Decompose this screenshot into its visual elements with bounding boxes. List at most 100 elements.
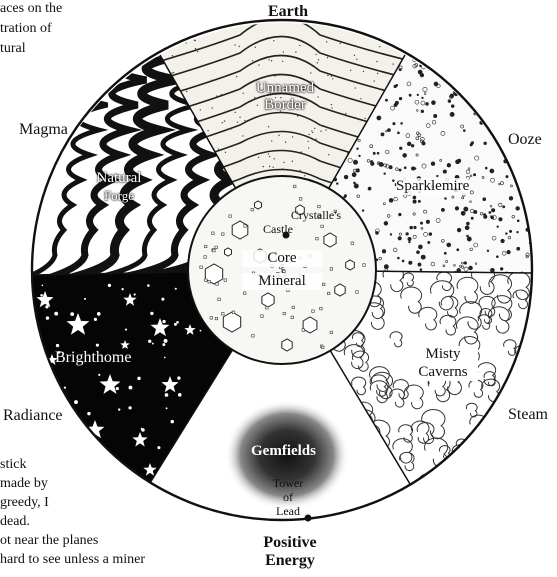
radiance-speck (74, 400, 78, 404)
core-gem (231, 220, 249, 240)
steam-swirl (430, 280, 455, 311)
radiance-speck (44, 357, 47, 360)
ooze-bubble (446, 242, 452, 248)
ooze-bubble (369, 144, 374, 149)
ooze-bubble (527, 152, 533, 158)
ooze-bubble (488, 42, 492, 46)
region-unnamed-border-line2: Border (264, 97, 306, 113)
steam-swirl (440, 295, 459, 318)
earth-grain (330, 103, 333, 106)
earth-grain (262, 91, 264, 93)
steam-swirl (399, 451, 415, 472)
ooze-bubble (385, 98, 388, 102)
earth-grain (299, 44, 301, 47)
ooze-bubble (419, 55, 422, 57)
landmark-crystalle-castle-line1: Crystalle's (290, 208, 342, 222)
earth-grain (274, 75, 276, 77)
ooze-bubble (510, 69, 513, 73)
core-speck (223, 278, 227, 282)
radiance-speck (150, 311, 154, 316)
earth-grain (279, 110, 282, 112)
ooze-bubble (496, 225, 499, 228)
earth-grain (328, 154, 330, 156)
ooze-bubble (521, 50, 524, 53)
ooze-bubble (383, 264, 389, 270)
radiance-speck (128, 385, 133, 390)
ooze-bubble (473, 173, 477, 177)
ooze-bubble (528, 206, 532, 210)
radiance-star (143, 463, 157, 476)
earth-grain (356, 58, 358, 60)
ooze-bubble (432, 38, 436, 42)
ooze-bubble (439, 159, 443, 162)
ooze-bubble (429, 45, 431, 47)
ooze-bubble (446, 68, 449, 72)
landmark-tower-line3: Lead (276, 504, 300, 518)
earth-grain (217, 148, 220, 150)
earth-grain (300, 107, 303, 109)
ooze-bubble (423, 92, 427, 95)
steam-swirl (456, 276, 479, 304)
core-speck (317, 204, 321, 209)
earth-grain (242, 92, 244, 95)
steam-swirl (503, 339, 517, 356)
crystalle-castle-marker (282, 231, 290, 239)
earth-grain (254, 46, 257, 49)
region-misty-caverns-line1: Misty (408, 346, 478, 363)
ooze-bubble (420, 226, 424, 230)
radiance-speck (118, 408, 121, 411)
core-gem (261, 292, 275, 308)
earth-grain (221, 121, 224, 124)
ooze-bubble (413, 167, 417, 170)
ooze-bubble (367, 186, 372, 191)
radiance-star (132, 432, 148, 447)
ooze-bubble (443, 39, 445, 41)
earth-grain (207, 129, 209, 132)
earth-grain (220, 93, 222, 96)
ooze-bubble (537, 263, 540, 266)
region-misty-caverns-line2: Caverns (408, 364, 478, 381)
ooze-bubble (436, 83, 441, 89)
ooze-bubble (490, 267, 495, 273)
ooze-bubble (470, 55, 476, 57)
earth-grain (317, 59, 320, 61)
ooze-bubble (500, 267, 504, 271)
ooze-bubble (469, 247, 473, 251)
earth-grain (345, 112, 347, 115)
ooze-bubble (535, 217, 539, 221)
ooze-bubble (449, 72, 455, 78)
radiance-star (36, 291, 54, 308)
ooze-bubble (486, 249, 490, 253)
steam-swirl (476, 362, 497, 387)
earth-grain (392, 63, 394, 65)
earth-grain (360, 98, 362, 100)
earth-grain (256, 104, 259, 106)
radiance-speck (170, 419, 174, 424)
ooze-bubble (366, 159, 371, 163)
core-speck (290, 315, 294, 319)
ooze-bubble (511, 150, 516, 154)
ooze-bubble (469, 190, 474, 195)
ooze-bubble (390, 105, 395, 111)
ooze-bubble (515, 112, 520, 117)
earth-grain (194, 47, 197, 50)
earth-grain (339, 42, 341, 45)
ooze-bubble (428, 232, 433, 236)
earth-grain (281, 60, 284, 63)
ooze-bubble (463, 261, 467, 265)
steam-swirl (382, 270, 404, 293)
steam-swirl (392, 379, 409, 400)
earth-grain (317, 96, 319, 98)
ooze-bubble (490, 178, 495, 183)
earth-grain (362, 70, 365, 73)
ooze-bubble (460, 40, 462, 42)
label-positive-energy-line2: Energy (265, 552, 315, 569)
ooze-bubble (353, 183, 359, 189)
steam-swirl (507, 271, 531, 300)
earth-grain (254, 96, 256, 99)
earth-grain (153, 45, 154, 46)
steam-swirl (488, 274, 512, 304)
earth-grain (270, 60, 273, 62)
earth-grain (269, 92, 272, 95)
ooze-bubble (460, 124, 465, 129)
